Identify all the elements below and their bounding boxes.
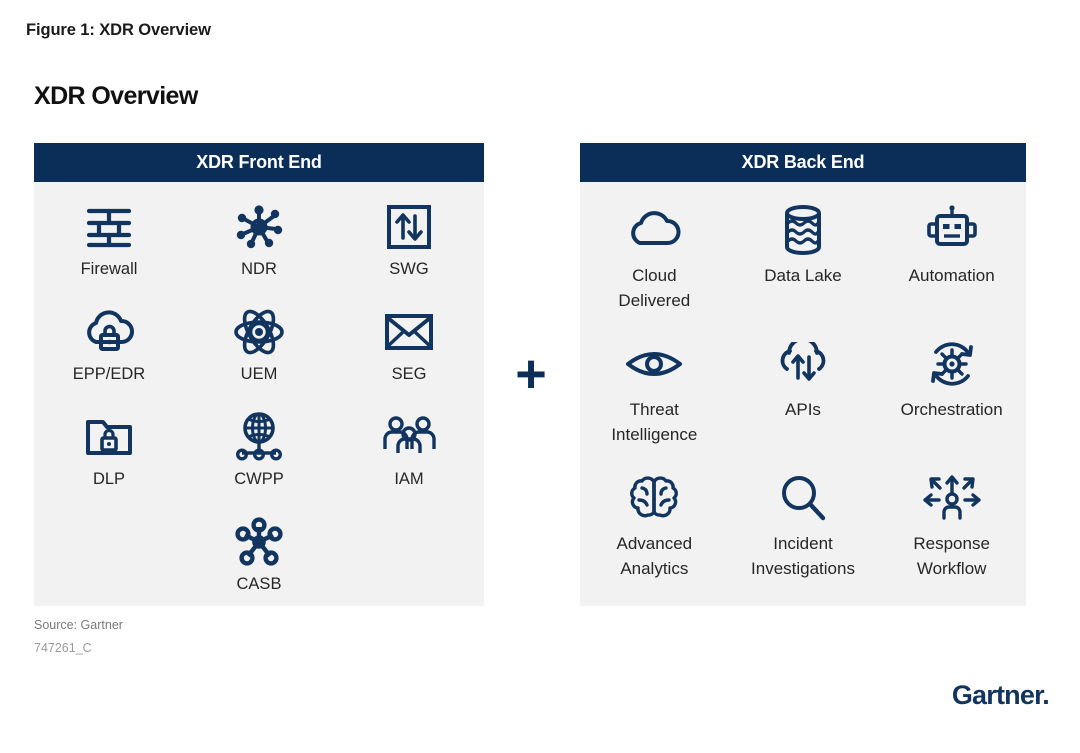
cloud-up-down-arrows-icon — [777, 334, 829, 394]
panel-header-front-end: XDR Front End — [34, 143, 484, 182]
item-incident-investigations[interactable]: Incident Investigations — [729, 468, 878, 602]
item-ndr[interactable]: NDR — [184, 200, 334, 305]
plus-operator: + — [515, 344, 547, 404]
item-response-workflow[interactable]: Response Workflow — [877, 468, 1026, 602]
page-title: XDR Overview — [34, 82, 198, 110]
envelope-icon — [384, 305, 434, 359]
panel-header-back-end: XDR Back End — [580, 143, 1026, 182]
cloud-lock-icon — [82, 305, 136, 359]
panel-header-label: XDR Front End — [196, 152, 322, 172]
item-uem[interactable]: UEM — [184, 305, 334, 410]
item-advanced-analytics[interactable]: Advanced Analytics — [580, 468, 729, 602]
item-apis[interactable]: APIs — [729, 334, 878, 468]
item-label: Cloud Delivered — [618, 266, 691, 310]
panel-body-front-end: Firewall — [34, 182, 484, 606]
node-cluster-icon — [234, 515, 284, 569]
robot-head-icon — [926, 200, 978, 260]
folder-lock-icon — [84, 410, 134, 464]
item-cloud-delivered[interactable]: Cloud Delivered — [580, 200, 729, 334]
item-label: EPP/EDR — [72, 365, 146, 383]
globe-network-icon — [233, 410, 285, 464]
item-swg[interactable]: SWG — [334, 200, 484, 305]
item-firewall[interactable]: Firewall — [34, 200, 184, 305]
item-label: Data Lake — [764, 266, 842, 285]
item-label: CASB — [236, 575, 282, 593]
item-label: APIs — [785, 400, 821, 419]
front-end-icon-grid-row-4: CASB — [34, 515, 484, 620]
item-label: DLP — [92, 470, 126, 488]
item-label: Orchestration — [900, 400, 1003, 419]
item-label: SWG — [389, 260, 429, 278]
item-label: Threat Intelligence — [611, 400, 698, 444]
cloud-icon — [626, 200, 682, 260]
up-down-arrows-in-square-icon — [386, 200, 432, 254]
person-arrows-icon — [922, 468, 981, 528]
item-label: IAM — [394, 470, 424, 488]
item-label: Response Workflow — [913, 534, 990, 578]
back-end-icon-grid: Cloud Delivered Data Lake — [580, 182, 1026, 602]
panel-body-back-end: Cloud Delivered Data Lake — [580, 182, 1026, 606]
item-label: CWPP — [234, 470, 284, 488]
figure-id: 747261_C — [34, 641, 92, 655]
eye-icon — [625, 334, 683, 394]
item-orchestration[interactable]: Orchestration — [877, 334, 1026, 468]
figure-caption: Figure 1: XDR Overview — [26, 21, 211, 39]
panel-xdr-back-end: XDR Back End Cloud Delivered — [580, 143, 1026, 606]
gear-refresh-icon — [926, 334, 978, 394]
front-end-icon-grid: Firewall — [34, 182, 484, 515]
panel-header-label: XDR Back End — [741, 152, 865, 172]
item-seg[interactable]: SEG — [334, 305, 484, 410]
people-group-icon — [378, 410, 440, 464]
network-hub-icon — [234, 200, 284, 254]
brain-icon — [628, 468, 680, 528]
item-label: Advanced Analytics — [616, 534, 693, 578]
item-cwpp[interactable]: CWPP — [184, 410, 334, 515]
item-dlp[interactable]: DLP — [34, 410, 184, 515]
source-note: Source: Gartner — [34, 618, 123, 632]
item-label: SEG — [391, 365, 427, 383]
item-threat-intelligence[interactable]: Threat Intelligence — [580, 334, 729, 468]
item-label: UEM — [240, 365, 278, 383]
item-epp-edr[interactable]: EPP/EDR — [34, 305, 184, 410]
firewall-brick-wall-icon — [85, 200, 133, 254]
magnifying-glass-icon — [779, 468, 827, 528]
item-label: Automation — [908, 266, 995, 285]
atom-orbit-icon — [233, 305, 285, 359]
item-label: NDR — [241, 260, 277, 278]
panel-xdr-front-end: XDR Front End — [34, 143, 484, 606]
gartner-logo: Gartner. — [951, 680, 1050, 710]
item-label: Firewall — [80, 260, 138, 278]
database-waves-icon — [781, 200, 825, 260]
item-label: Incident Investigations — [751, 534, 855, 578]
item-data-lake[interactable]: Data Lake — [729, 200, 878, 334]
item-iam[interactable]: IAM — [334, 410, 484, 515]
item-automation[interactable]: Automation — [877, 200, 1026, 334]
item-casb[interactable]: CASB — [184, 515, 334, 620]
